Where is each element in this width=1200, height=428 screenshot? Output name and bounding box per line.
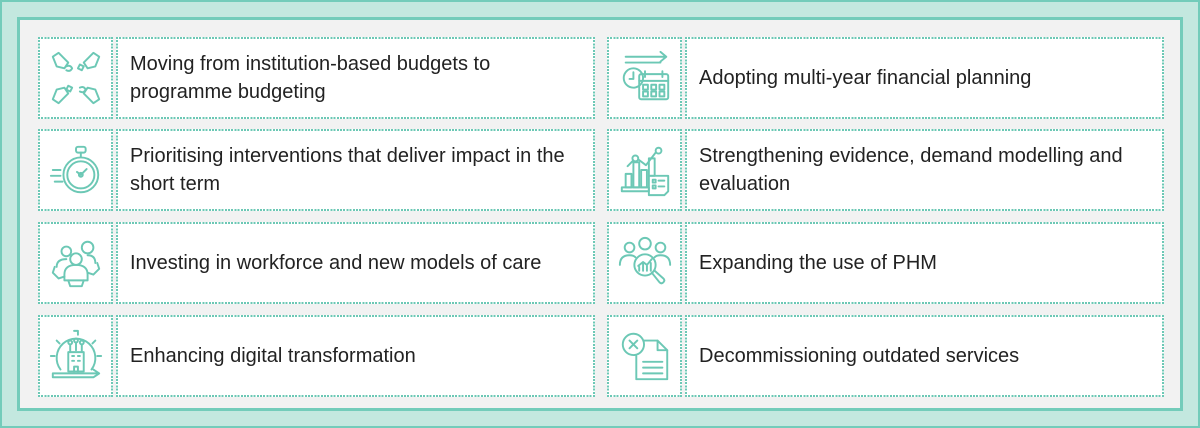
item-4-text-box: Strengthening evidence, demand modelling… bbox=[685, 129, 1164, 211]
team-gear-icon bbox=[51, 240, 100, 288]
item-1-label: Moving from institution-based budgets to… bbox=[130, 53, 491, 103]
item-8-text-box: Decommissioning outdated services bbox=[685, 315, 1164, 397]
item-8-label: Decommissioning outdated services bbox=[699, 345, 1020, 367]
stopwatch-icon bbox=[49, 145, 99, 194]
item-2-label: Adopting multi-year financial planning bbox=[699, 67, 1032, 89]
chart-checklist-icon bbox=[620, 146, 669, 197]
item-1-text-box: Moving from institution-based budgets to… bbox=[116, 37, 595, 119]
item-3-text-box: Prioritising interventions that deliver … bbox=[116, 129, 595, 211]
item-6-text-box: Expanding the use of PHM bbox=[685, 222, 1164, 304]
document-cancel-icon bbox=[621, 332, 668, 381]
item-6-icon-box bbox=[607, 222, 682, 304]
item-7-label: Enhancing digital transformation bbox=[130, 345, 416, 367]
item-2-icon-box bbox=[607, 37, 682, 119]
item-3-icon-box bbox=[38, 129, 113, 211]
item-2-text-box: Adopting multi-year financial planning bbox=[685, 37, 1164, 119]
item-5-label: Investing in workforce and new models of… bbox=[130, 252, 542, 274]
puzzle-hands-icon bbox=[51, 51, 100, 105]
population-magnifier-icon bbox=[618, 236, 671, 285]
item-6-label: Expanding the use of PHM bbox=[699, 252, 937, 274]
item-4-icon-box bbox=[607, 129, 682, 211]
item-8-icon-box bbox=[607, 315, 682, 397]
item-1-icon-box bbox=[38, 37, 113, 119]
calendar-clock-arrow-icon bbox=[622, 50, 669, 101]
item-3-label: Prioritising interventions that deliver … bbox=[130, 145, 565, 195]
item-5-text-box: Investing in workforce and new models of… bbox=[116, 222, 595, 304]
digital-building-gear-icon bbox=[49, 329, 102, 379]
item-4-label: Strengthening evidence, demand modelling… bbox=[699, 145, 1123, 195]
item-7-icon-box bbox=[38, 315, 113, 397]
item-5-icon-box bbox=[38, 222, 113, 304]
item-7-text-box: Enhancing digital transformation bbox=[116, 315, 595, 397]
